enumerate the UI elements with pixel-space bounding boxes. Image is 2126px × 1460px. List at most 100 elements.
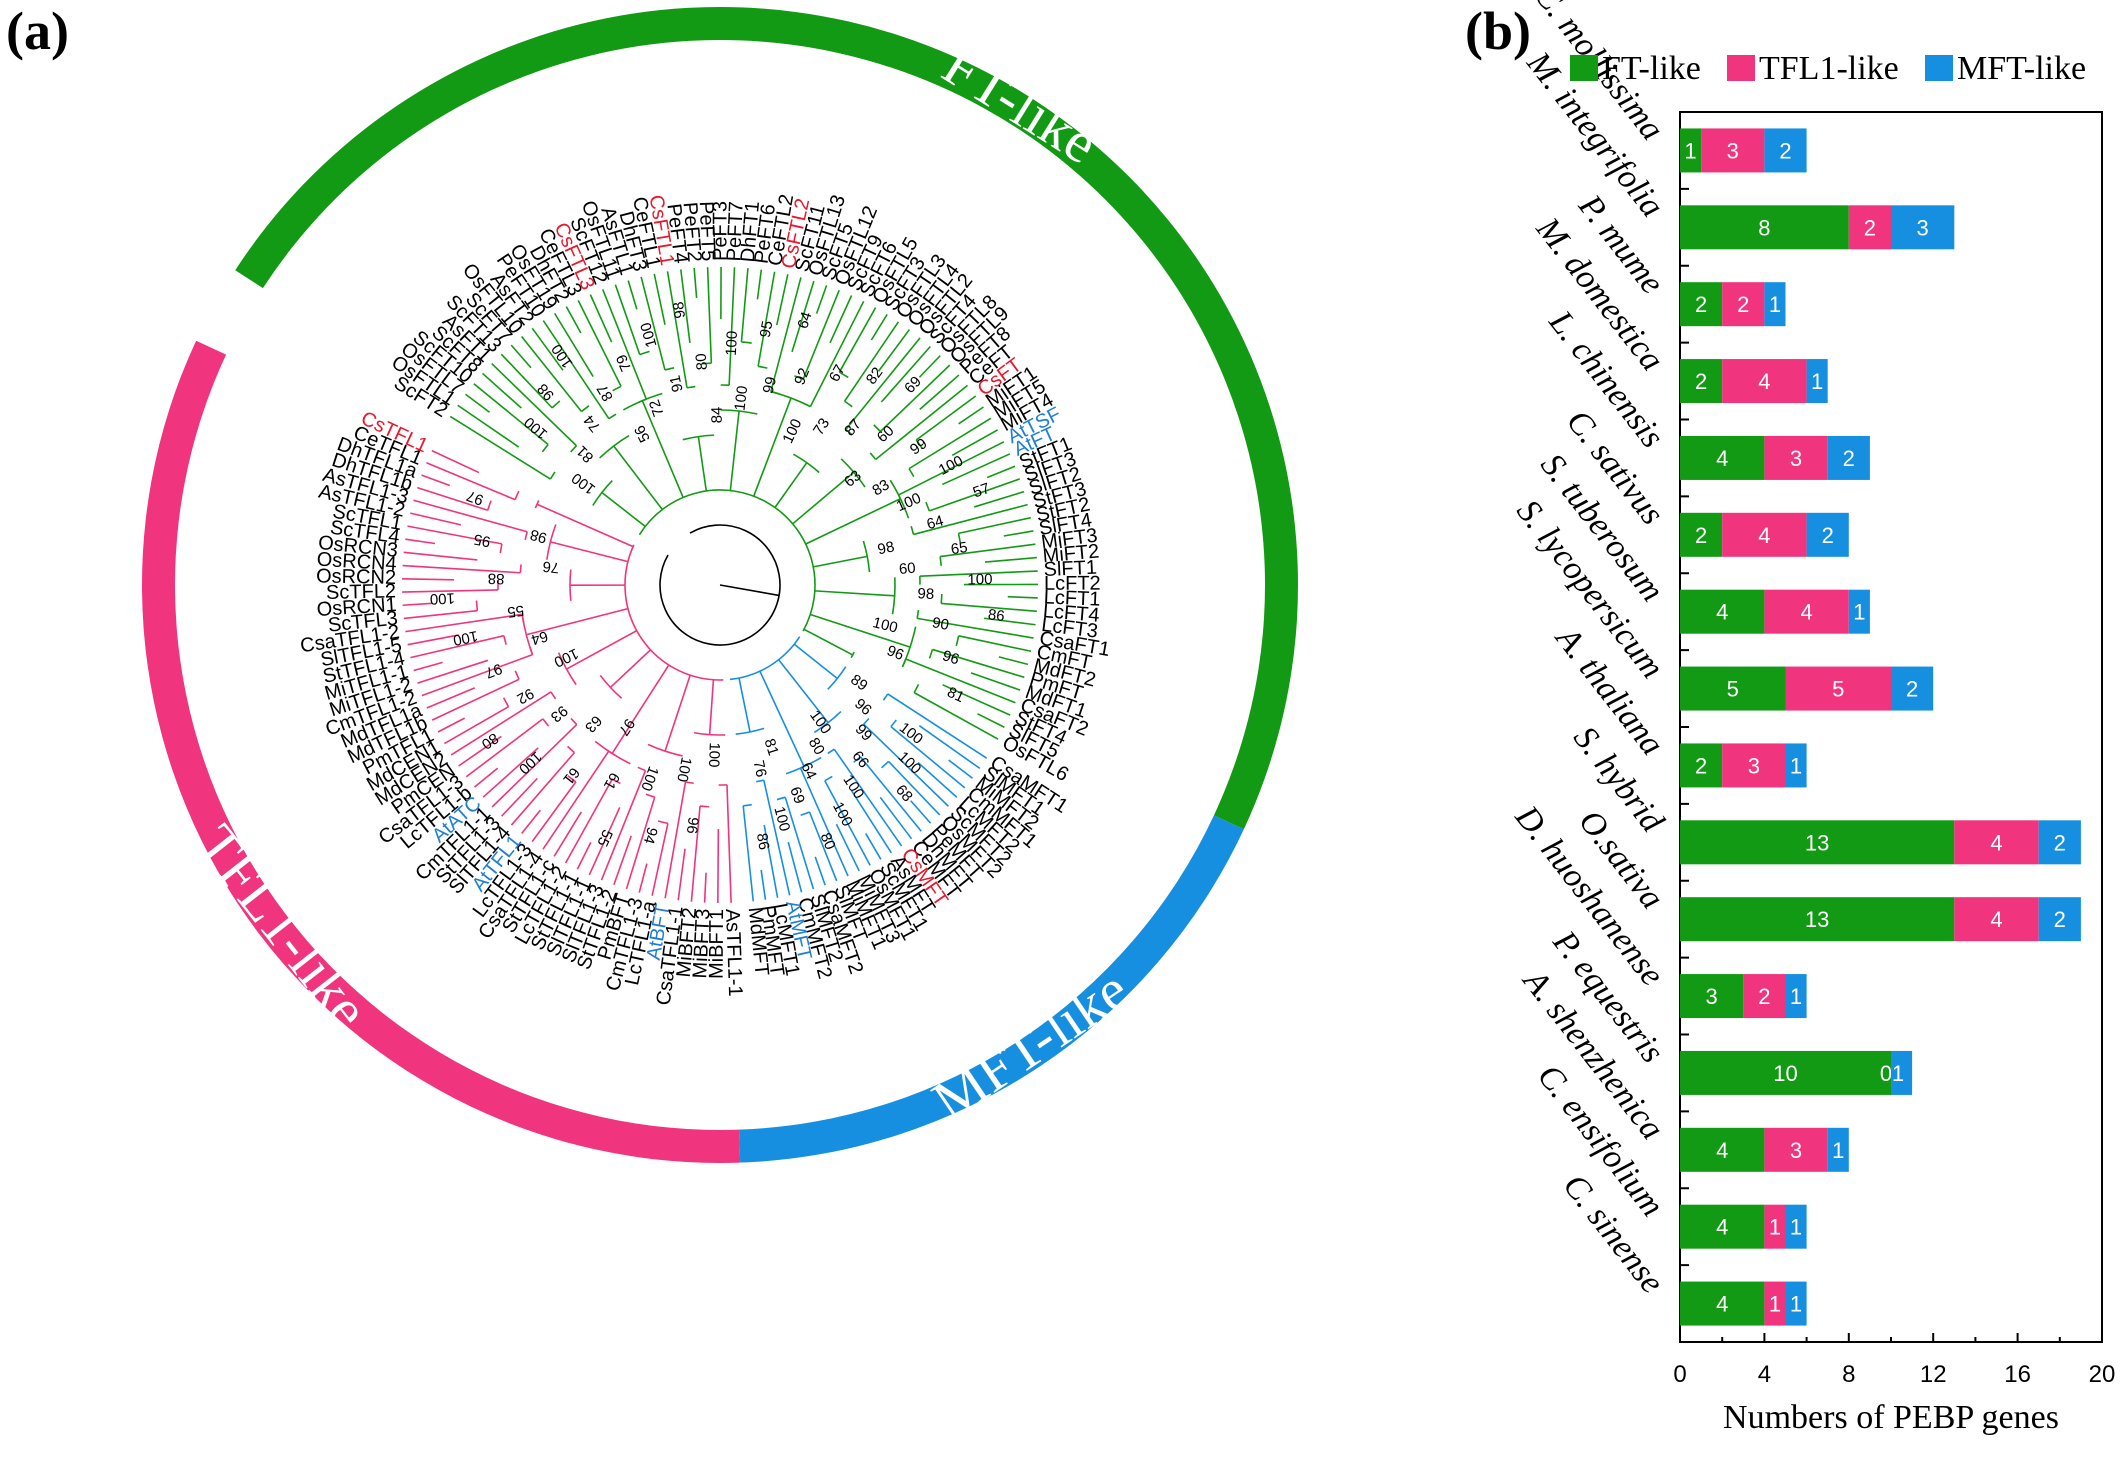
branch <box>550 541 629 563</box>
bootstrap-value: 100 <box>806 707 834 737</box>
branch-arc <box>873 424 881 433</box>
bar-value-label: 5 <box>1727 677 1739 702</box>
clade-stem-arc <box>624 544 724 681</box>
branch <box>948 759 973 779</box>
branch <box>437 717 465 733</box>
branch <box>890 726 966 789</box>
branch <box>500 353 553 409</box>
branch-arc <box>550 691 557 700</box>
branch <box>941 602 1037 613</box>
clade-stem-arc <box>638 489 816 632</box>
bar-segment <box>1680 1281 1765 1326</box>
plot-frame <box>1679 111 2103 1343</box>
leaf-label: OsRCN4 <box>316 549 397 576</box>
bar-value-label: 1 <box>1769 292 1781 317</box>
branch-arc <box>957 533 962 544</box>
branch <box>784 796 815 890</box>
branch <box>449 415 551 480</box>
bar-segment <box>2038 820 2081 865</box>
bar-value-label: 3 <box>1790 446 1802 471</box>
branch-arc <box>567 745 575 754</box>
bar-value-label: 2 <box>1864 215 1876 240</box>
leaf-label: PeFT3 <box>709 201 731 261</box>
bar-value-label: 4 <box>1990 830 2002 855</box>
bootstrap-values: 8910096100996866100100801006480698110076… <box>750 671 927 852</box>
legend-label: FT-like <box>1602 50 1701 87</box>
branch-arc <box>800 811 810 817</box>
bootstrap-value: 83 <box>869 476 892 499</box>
bar-value-label: 4 <box>1758 369 1770 394</box>
bootstrap-value: 60 <box>874 422 898 446</box>
branch <box>742 805 755 902</box>
bootstrap-value: 100 <box>723 330 741 356</box>
bar-segment <box>1785 974 1807 1019</box>
bar-segment <box>1722 359 1807 404</box>
branch <box>728 267 736 386</box>
bootstrap-value: 100 <box>967 571 992 588</box>
leaf-label: LcFT1 <box>1043 586 1101 610</box>
root-branch <box>719 584 780 597</box>
bootstrap-value: 96 <box>851 695 875 719</box>
bar-value-label: 1 <box>1769 1292 1781 1317</box>
branch <box>405 613 523 633</box>
branch <box>998 656 1029 666</box>
bar-segment <box>1785 743 1807 788</box>
bar-segment <box>1680 974 1744 1019</box>
bootstrap-value: 80 <box>817 830 839 852</box>
category-label: M. integrifolia <box>1519 44 1671 224</box>
bar-value-label: 0 <box>1880 1061 1892 1086</box>
bootstrap-value: 67 <box>826 362 849 385</box>
bootstrap-value: 57 <box>971 480 992 502</box>
bar-value-label: 10 <box>1773 1061 1797 1086</box>
bar-value-label: 1 <box>1853 600 1865 625</box>
clade-stem-arc <box>729 636 801 681</box>
x-tick-label: 16 <box>2004 1361 2031 1388</box>
branch <box>738 677 751 733</box>
branch <box>835 823 860 872</box>
branch <box>553 312 594 377</box>
bar-value-label: 4 <box>1716 1138 1728 1163</box>
branch-arc <box>925 501 931 512</box>
bar-value-label: 2 <box>2054 907 2066 932</box>
branch <box>917 617 1034 639</box>
bar-segment <box>1764 589 1849 634</box>
branch-arc <box>503 635 507 645</box>
bootstrap-value: 92 <box>791 366 813 388</box>
branch-arc <box>645 793 655 798</box>
branch <box>880 345 931 403</box>
bootstrap-value: 98 <box>534 380 558 404</box>
branch <box>589 294 613 343</box>
bootstrap-value: 100 <box>673 756 695 784</box>
x-tick-label: 0 <box>1673 1361 1686 1388</box>
branch <box>805 498 901 545</box>
branch-arc <box>882 693 889 701</box>
branch-arc <box>794 375 804 380</box>
branch <box>942 684 1011 716</box>
bootstrap-value: 100 <box>548 341 576 371</box>
leaf-label: MiBFT3 <box>689 908 714 979</box>
category-label: M. domestica <box>1528 210 1671 378</box>
bar-value-label: 2 <box>2054 830 2066 855</box>
ft-clade-label: FT-like <box>932 32 1109 176</box>
branch <box>757 271 776 367</box>
branch <box>870 314 888 341</box>
branch <box>793 643 838 680</box>
bar-segment <box>1743 974 1786 1019</box>
branch <box>824 780 871 866</box>
branch <box>576 842 592 870</box>
branch <box>653 273 666 325</box>
branch-arc <box>915 439 923 449</box>
leaf-label: MiFT2 <box>1042 541 1100 568</box>
bootstrap-value: 63 <box>841 467 865 491</box>
branch <box>482 372 522 409</box>
bootstrap-value: 80 <box>478 729 501 752</box>
branch <box>875 384 969 461</box>
branch-arc <box>827 666 847 690</box>
branch <box>808 811 838 882</box>
branch <box>482 747 539 798</box>
branch-arc <box>502 697 510 708</box>
branch <box>536 503 634 548</box>
branch <box>929 478 1021 512</box>
branch <box>465 718 544 778</box>
category-label: P. mume <box>1571 187 1671 301</box>
